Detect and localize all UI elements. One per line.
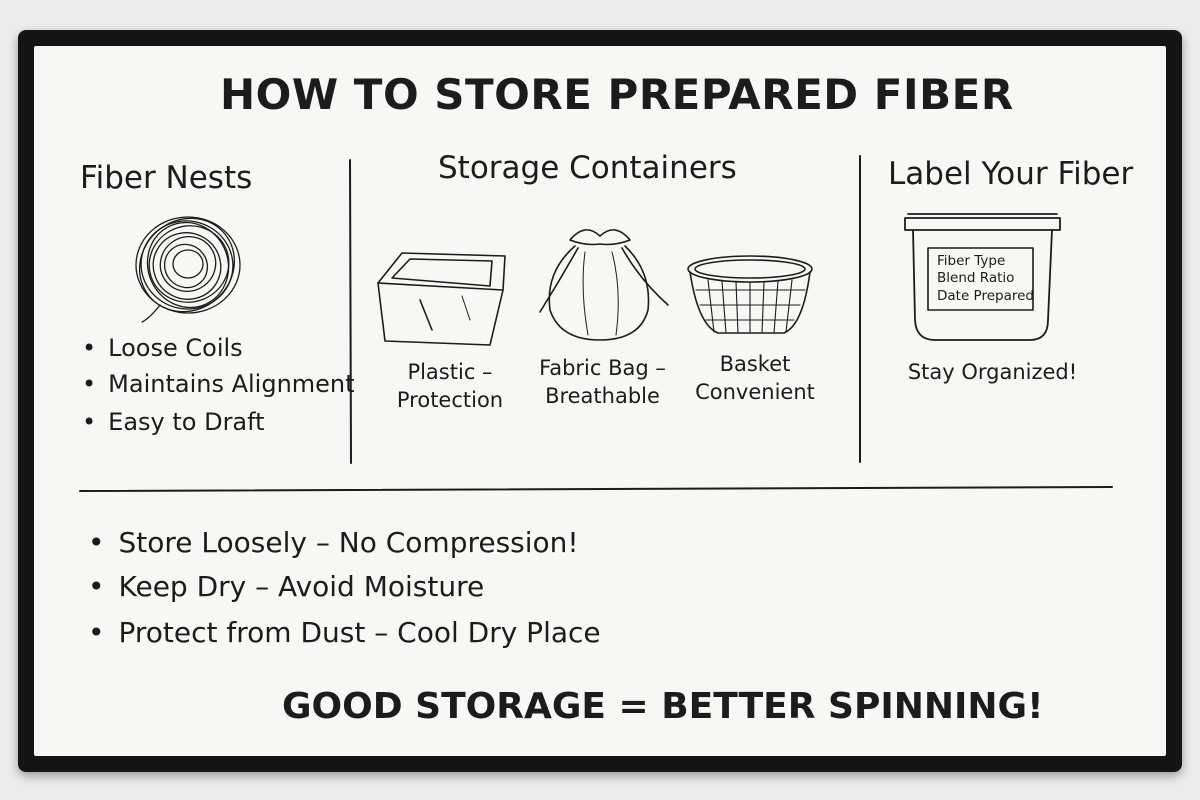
fiber-nest-icon	[135, 216, 241, 323]
label-line-fiber-type: Fiber Type	[937, 253, 1006, 269]
caption-stay-organized: Stay Organized!	[907, 360, 1078, 384]
nest-bullet-2: Maintains Alignment	[82, 370, 354, 398]
tip-store-loosely: Store Loosely – No Compression!	[88, 526, 579, 559]
footer-slogan: GOOD STORAGE = BETTER SPINNING!	[282, 686, 1044, 727]
label-line-date-prepared: Date Prepared	[937, 288, 1034, 304]
tip-protect-from-dust: Protect from Dust – Cool Dry Place	[88, 616, 601, 649]
heading-fiber-nests: Fiber Nests	[80, 160, 253, 196]
section-divider	[79, 486, 1113, 492]
plastic-box-icon	[377, 252, 506, 346]
board-title: HOW TO STORE PREPARED FIBER	[220, 70, 1014, 119]
heading-label-your-fiber: Label Your Fiber	[888, 156, 1134, 192]
labeled-container-icon	[904, 213, 1061, 341]
fabric-bag-icon	[539, 229, 669, 341]
column-divider-left	[349, 159, 352, 464]
nest-bullet-1: Loose Coils	[82, 334, 243, 362]
tip-keep-dry: Keep Dry – Avoid Moisture	[88, 570, 485, 603]
caption-basket: Basket Convenient	[695, 352, 815, 404]
basket-icon	[687, 255, 813, 334]
heading-storage-containers: Storage Containers	[438, 150, 737, 186]
caption-fabric-bag: Fabric Bag – Breathable	[539, 356, 666, 408]
nest-bullet-3: Easy to Draft	[82, 408, 264, 436]
label-line-blend-ratio: Blend Ratio	[937, 270, 1015, 286]
caption-plastic: Plastic – Protection	[396, 360, 504, 412]
